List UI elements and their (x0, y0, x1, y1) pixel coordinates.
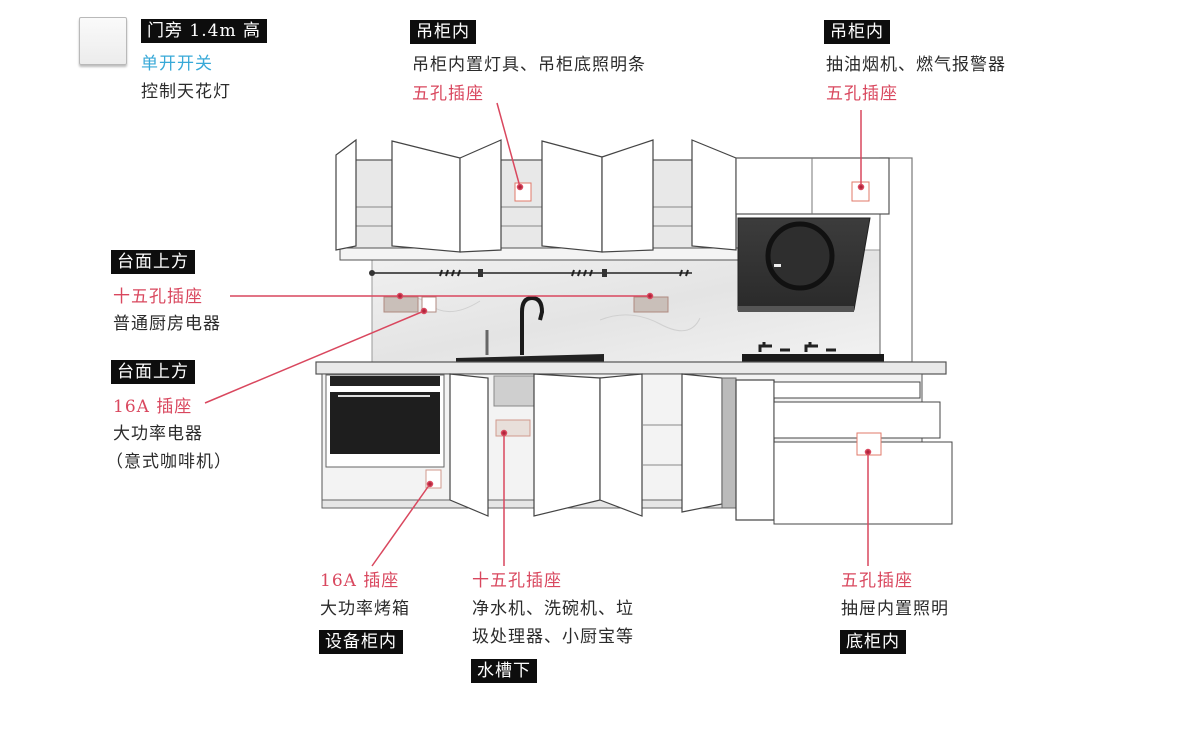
base-cabinet-tag: 底柜内 (840, 630, 906, 654)
switch-type-label: 单开开关 (141, 54, 213, 74)
countertop-15hole-socket: 十五孔插座 (113, 287, 203, 307)
upper-cabinet-left-desc: 吊柜内置灯具、吊柜底照明条 (412, 55, 646, 75)
leader-lines (204, 102, 872, 567)
under-sink-tag: 水槽下 (471, 659, 537, 683)
under-sink-desc-line1: 净水机、洗碗机、垃 (472, 599, 634, 619)
cabinet-door (335, 138, 357, 251)
countertop-15hole-desc: 普通厨房电器 (113, 314, 221, 334)
cooktop (742, 342, 884, 362)
leader-line (371, 483, 431, 567)
countertop (315, 361, 947, 375)
upper-cabinet-right-socket: 五孔插座 (826, 84, 898, 104)
switch-description: 控制天花灯 (141, 82, 231, 102)
upper-cabinets (335, 138, 890, 261)
cabinet-door (691, 139, 737, 251)
countertop-16a-tag: 台面上方 (111, 360, 195, 384)
cabinet-door (533, 373, 601, 517)
countertop-16a-desc-line1: 大功率电器 (113, 424, 203, 444)
countertop-15hole-tag: 台面上方 (111, 250, 195, 274)
cabinet-door (599, 373, 643, 517)
drawer (773, 401, 941, 439)
leader-line (204, 310, 425, 404)
leader-line (496, 102, 521, 188)
cabinet-door (449, 373, 489, 517)
upper-cabinet-right-tag: 吊柜内 (824, 20, 890, 44)
countertop-16a-socket: 16A 插座 (113, 397, 193, 417)
cabinet-door (459, 139, 502, 253)
countertop-16a-desc-line2: （意式咖啡机） (106, 452, 232, 472)
upper-cabinet-left-tag: 吊柜内 (410, 20, 476, 44)
oven-window (330, 392, 440, 454)
cabinet-door (601, 139, 654, 253)
oven-cabinet-socket: 16A 插座 (320, 571, 400, 591)
wall-switch-icon (79, 17, 127, 65)
socket-fifteen-hole (383, 296, 419, 313)
cabinet-door (391, 140, 461, 253)
upper-cabinet-right-desc: 抽油烟机、燃气报警器 (826, 55, 1006, 75)
under-sink-socket: 十五孔插座 (472, 571, 562, 591)
utensil-rail (369, 269, 692, 277)
cabinet-door (681, 373, 723, 513)
cabinet-door (541, 140, 603, 253)
faucet (485, 295, 545, 355)
base-cabinet-desc: 抽屉内置照明 (841, 599, 949, 619)
socket-fifteen-hole (633, 296, 669, 313)
upper-cabinet-left-socket: 五孔插座 (412, 84, 484, 104)
range-hood (737, 217, 871, 312)
oven-cabinet-desc: 大功率烤箱 (320, 599, 410, 619)
under-sink-desc-line2: 圾处理器、小厨宝等 (472, 627, 634, 647)
oven-cabinet-tag: 设备柜内 (319, 630, 403, 654)
base-cabinets (321, 373, 953, 525)
base-cabinet-socket: 五孔插座 (841, 571, 913, 591)
switch-location-tag: 门旁 1.4m 高 (141, 19, 267, 43)
drawer (773, 441, 953, 525)
